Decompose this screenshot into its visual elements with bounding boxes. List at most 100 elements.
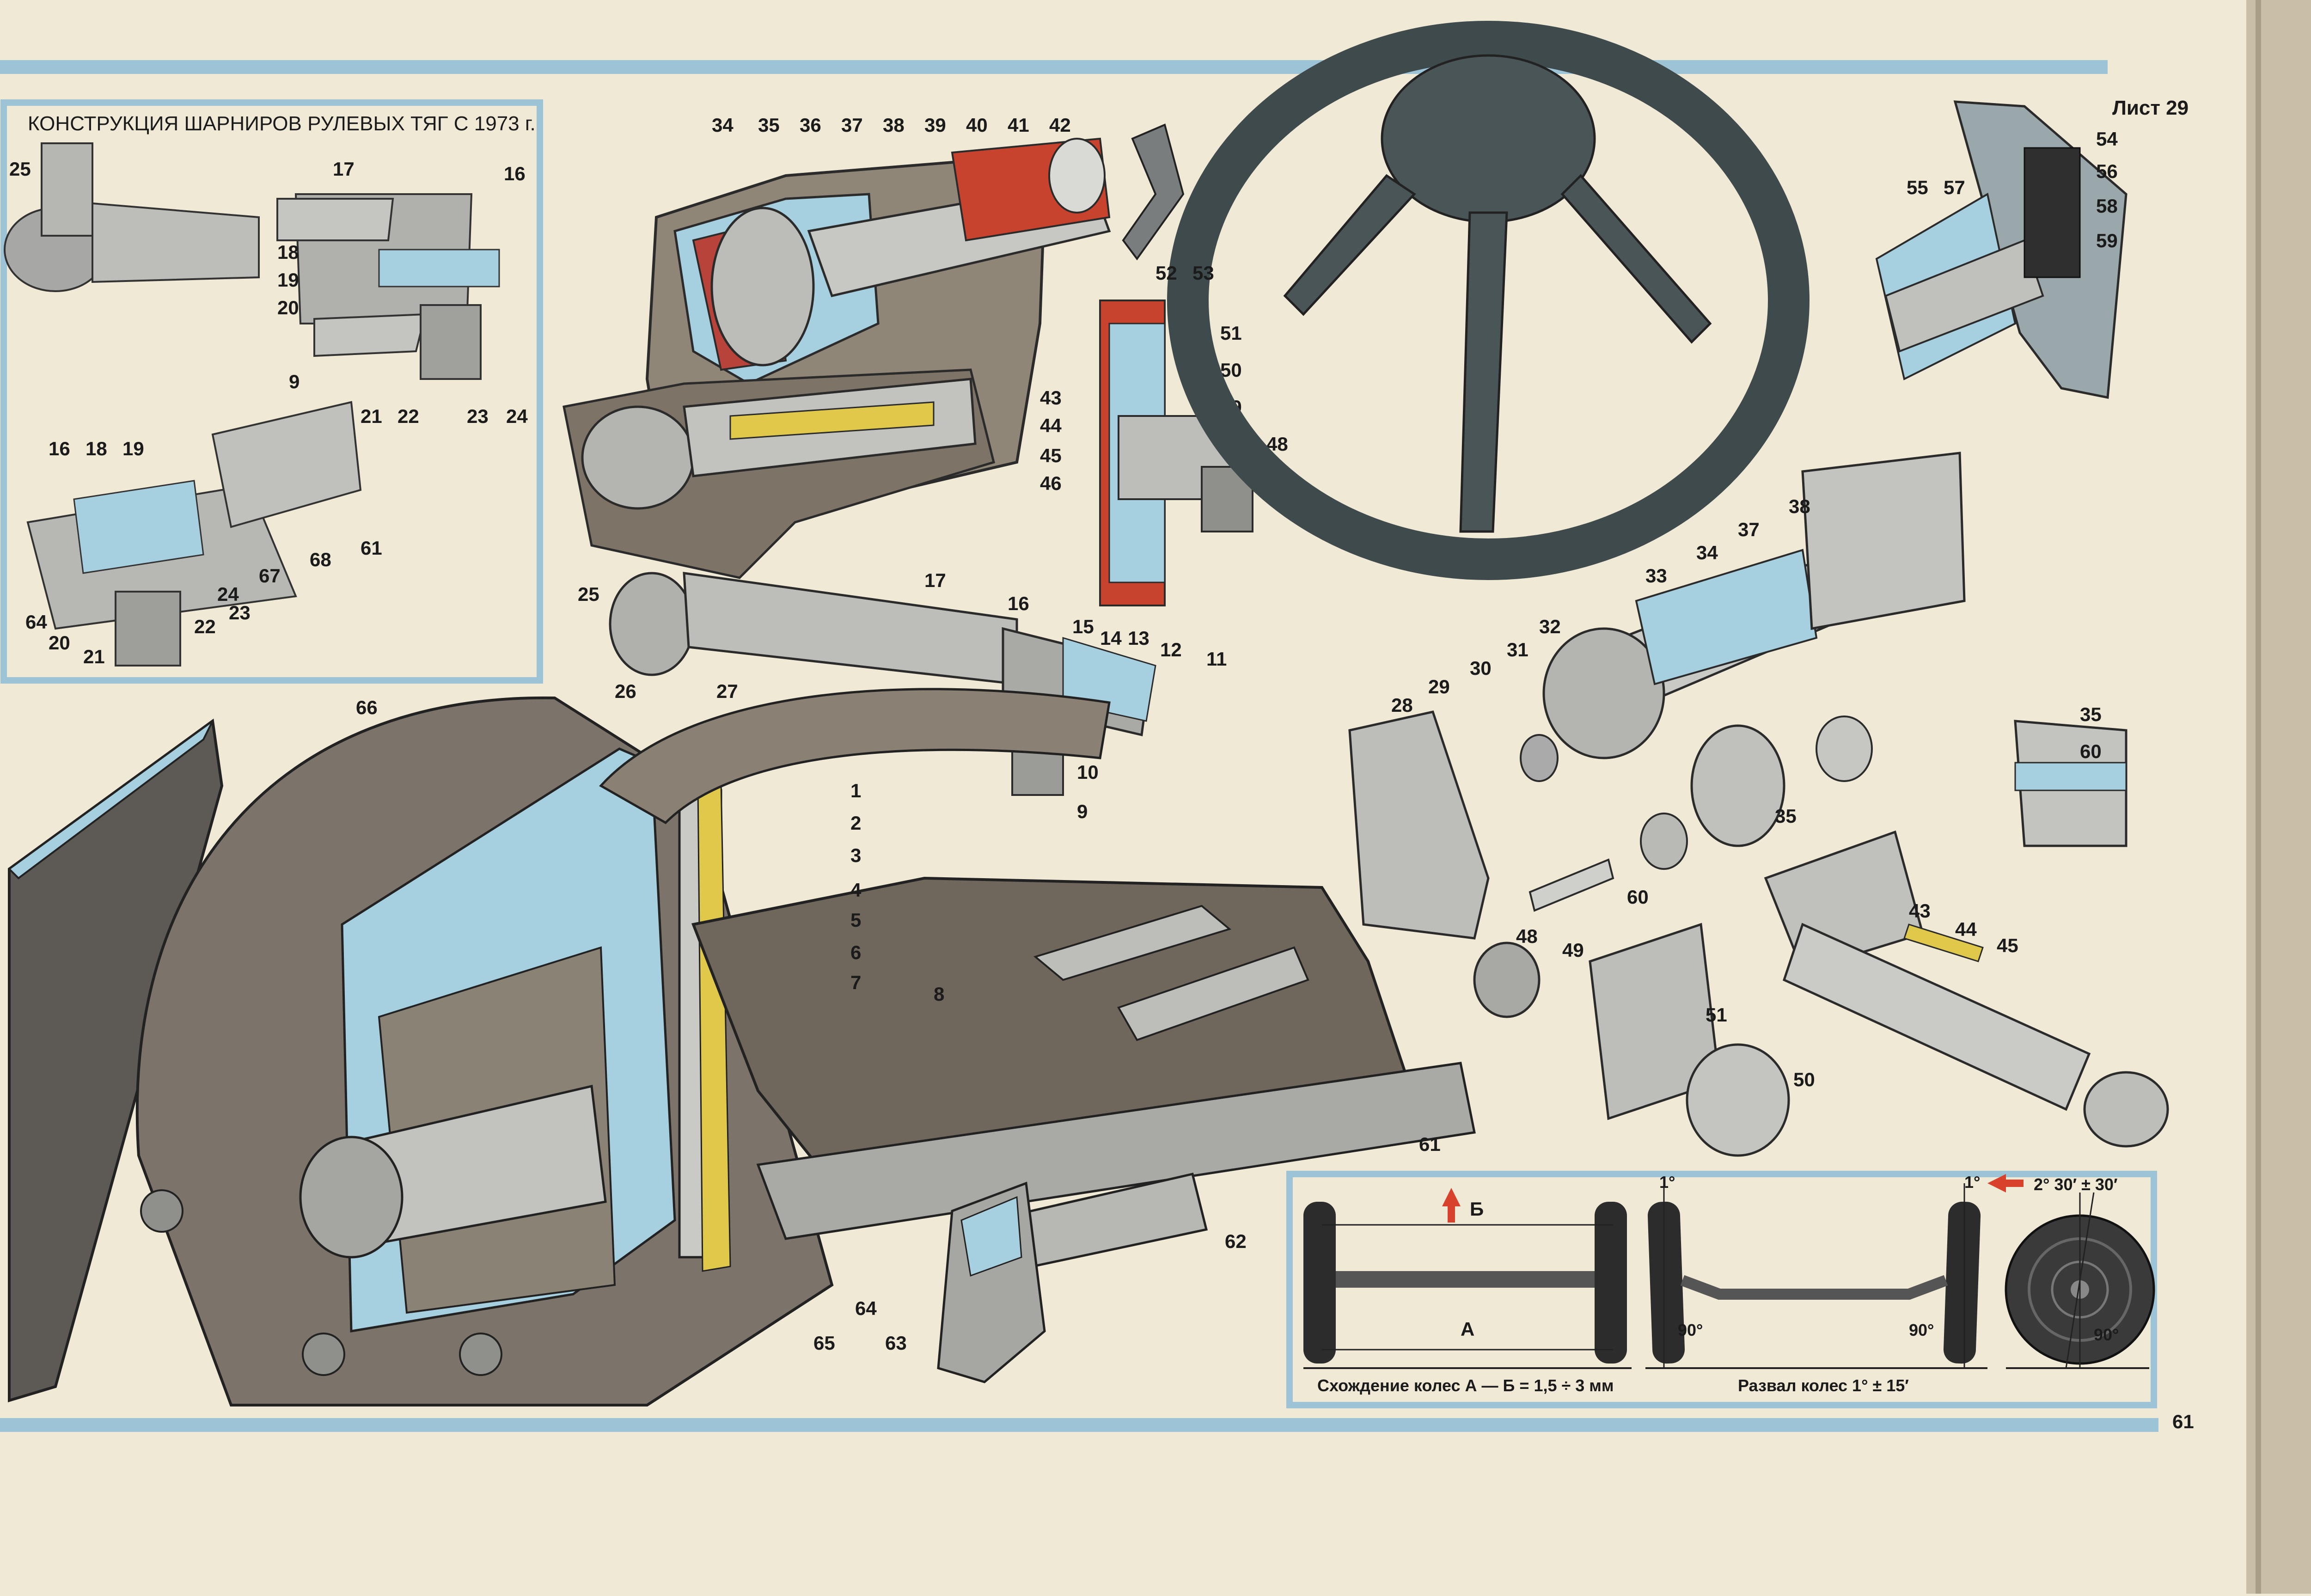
sector-key — [729, 401, 935, 440]
left-wheel — [1303, 1202, 1336, 1364]
callout: 54 — [2096, 128, 2118, 150]
roller-spacer — [1640, 813, 1688, 870]
right-angle-label-right: 90° — [1909, 1321, 1934, 1339]
callout: 28 — [1391, 694, 1413, 716]
callout: 35 — [758, 114, 780, 136]
sheet-label: Лист 29 — [2112, 97, 2189, 119]
forward-arrow-icon — [1987, 1174, 2006, 1192]
column-flange — [1801, 452, 1966, 630]
callout: 51 — [1706, 1004, 1727, 1026]
callout: 61 — [1419, 1133, 1441, 1155]
ball-pin — [420, 304, 482, 380]
sector-shaft-spline — [1782, 923, 2091, 1111]
turn-signal-lever — [1122, 123, 1185, 261]
right-wheel — [1595, 1202, 1627, 1364]
callout: 36 — [800, 114, 821, 136]
callout: 59 — [2096, 230, 2118, 251]
callout: 37 — [1738, 519, 1760, 540]
callout: 7 — [850, 972, 861, 993]
tie-rod-tube — [92, 202, 260, 283]
callout: 14 — [1100, 627, 1122, 649]
callout: 25 — [578, 583, 599, 605]
caster-angle: 2° 30′ ± 30′ — [2034, 1175, 2118, 1194]
callout: 34 — [712, 114, 734, 136]
toe-in-diagram: Б А Схождение колес А — Б = 1,5 ÷ 3 мм — [1303, 1188, 1632, 1395]
callout: 53 — [1192, 262, 1214, 284]
callout: 42 — [1049, 114, 1071, 136]
callout: 64 — [855, 1297, 877, 1319]
callout: 18 — [277, 241, 299, 263]
callout: 8 — [934, 983, 944, 1005]
callout: 3 — [850, 844, 861, 866]
column-shaft — [1884, 239, 2044, 353]
callout: 38 — [1789, 495, 1810, 517]
callout: 1 — [850, 780, 861, 801]
callout: 67 — [259, 565, 281, 587]
callout: 21 — [361, 405, 382, 427]
callout: 9 — [289, 371, 300, 392]
tie-rod-joint-section — [960, 1196, 1022, 1277]
wheel-spoke-left — [1283, 174, 1416, 316]
wheel-stud-nut — [459, 1333, 502, 1376]
callout: 44 — [1955, 918, 1977, 940]
wheel-alignment-panel: Б А Схождение колес А — Б = 1,5 ÷ 3 мм 1… — [1286, 1171, 2157, 1408]
callout: 48 — [1516, 925, 1538, 947]
front-axle-assembly: 66 26 27 1 2 3 4 5 6 7 8 61 62 63 64 65 — [7, 680, 1476, 1406]
tie-rod — [756, 1062, 1476, 1240]
callout: 64 — [25, 611, 47, 633]
callout: 56 — [2096, 160, 2118, 182]
callout: 20 — [49, 632, 70, 654]
wheel-spoke-right — [1560, 174, 1712, 344]
sector-nut — [2083, 1071, 2169, 1148]
lower-joint-rod — [211, 401, 362, 528]
forward-arrow-stem — [2005, 1180, 2024, 1187]
wheel-hub — [1381, 54, 1596, 223]
worm-bearing — [1542, 627, 1665, 759]
shim — [1520, 734, 1559, 782]
callout: 24 — [217, 583, 239, 605]
inset-title: КОНСТРУКЦИЯ ШАРНИРОВ РУЛЕВЫХ ТЯГ С 1973 … — [28, 112, 536, 135]
binding-fold — [2256, 0, 2261, 1594]
toe-arrow-label: Б — [1470, 1198, 1484, 1220]
callout: 22 — [194, 616, 216, 637]
wheel-rim — [1167, 21, 1810, 580]
callout: 43 — [1909, 900, 1931, 922]
roller-bushing — [1816, 715, 1873, 782]
callout: 9 — [1077, 801, 1088, 822]
callout: 40 — [966, 114, 988, 136]
axle-beam-profile — [1680, 1275, 1948, 1300]
spring-pad-plate-upper — [1033, 905, 1232, 981]
callout: 13 — [1128, 627, 1149, 649]
callout: 20 — [277, 297, 299, 318]
callout: 10 — [1077, 761, 1099, 783]
adjusting-nut — [1473, 942, 1541, 1018]
callout: 39 — [924, 114, 946, 136]
callout: 35 — [1775, 805, 1797, 827]
lower-rod — [313, 313, 427, 357]
callout: 21 — [83, 646, 105, 667]
callout: 58 — [2096, 195, 2118, 217]
rim-section-cut — [7, 720, 214, 880]
steering-arm — [599, 688, 1111, 825]
bearing-cup — [1686, 1043, 1790, 1157]
caster-right-angle-label: 90° — [2094, 1325, 2119, 1344]
roller — [1690, 724, 1785, 847]
spring-pad-plate-lower — [1117, 946, 1309, 1041]
worm-roller — [710, 207, 815, 367]
lock-nut — [1201, 466, 1253, 532]
sector-key-exploded — [1903, 923, 1984, 962]
callout: 50 — [1793, 1069, 1815, 1090]
callout: 34 — [1696, 542, 1718, 563]
callout: 38 — [883, 114, 905, 136]
callout: 33 — [1645, 565, 1667, 587]
roller-detail-section — [2014, 762, 2127, 791]
right-wheel — [1943, 1201, 1981, 1364]
callout: 22 — [397, 405, 419, 427]
end-cover-plate — [1348, 710, 1490, 940]
callout: 19 — [277, 269, 299, 291]
callout: 27 — [716, 680, 738, 702]
callout: 62 — [1225, 1230, 1247, 1252]
callout: 29 — [1428, 676, 1450, 697]
callout: 37 — [841, 114, 863, 136]
